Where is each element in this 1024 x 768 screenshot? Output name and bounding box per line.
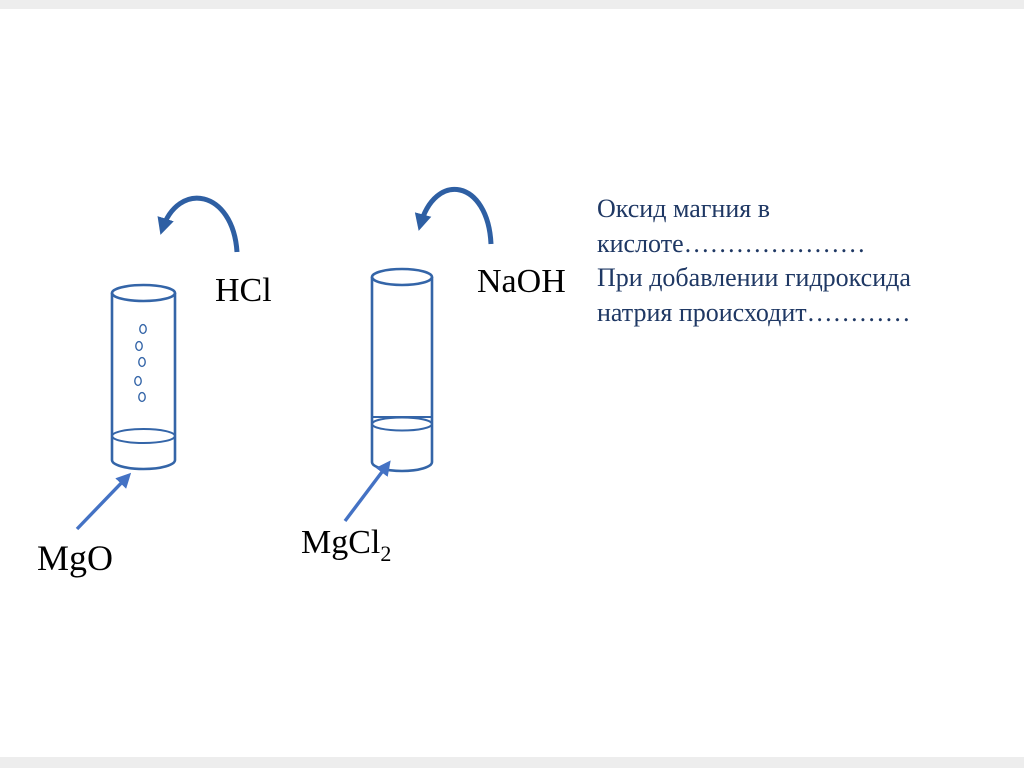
bubbles <box>134 323 147 403</box>
hcl-label: HCl <box>215 272 272 309</box>
pointer-arrow-mgo <box>75 472 132 531</box>
right-test-tube <box>370 267 434 473</box>
mgcl2-label: MgCl2 <box>301 524 391 567</box>
naoh-label: NaOH <box>477 263 566 300</box>
question-line-2: кислоте………………… <box>597 228 866 258</box>
pour-arrow-right <box>414 186 494 245</box>
question-text: Оксид магния в кислоте………………… При добавл… <box>597 192 987 330</box>
mgo-label: MgO <box>37 538 114 578</box>
question-line-3: При добавлении гидроксида <box>597 263 911 293</box>
left-tube-sediment-level <box>111 428 176 444</box>
right-tube-liquid-level <box>371 416 433 432</box>
question-line-1: Оксид магния в <box>597 194 770 223</box>
mgcl2-subscript: 2 <box>380 540 392 566</box>
top-border <box>0 0 1024 9</box>
pointer-arrow-mgcl2 <box>343 460 391 523</box>
pour-arrow-left <box>157 195 240 253</box>
bottom-border <box>0 757 1024 768</box>
left-test-tube <box>110 283 177 471</box>
mgcl2-base: MgCl <box>301 524 381 561</box>
question-line-4: натрия происходит………… <box>597 297 911 327</box>
